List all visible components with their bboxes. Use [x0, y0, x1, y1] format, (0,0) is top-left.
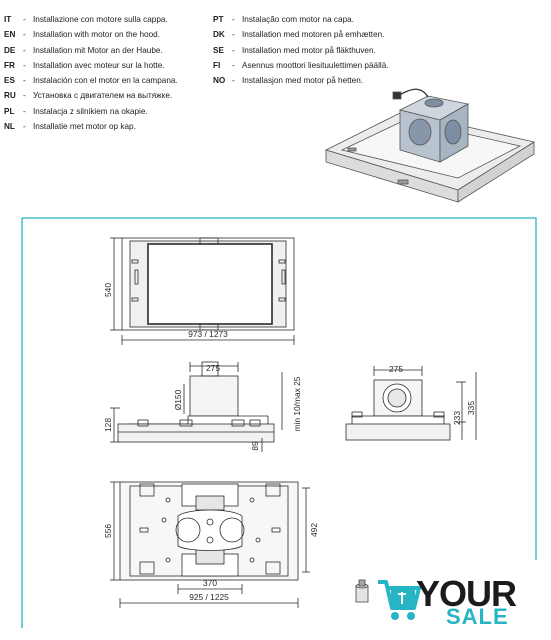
bottom-view-drawing: [110, 481, 310, 608]
language-instruction: Installation avec moteur sur la hotte.: [33, 60, 165, 70]
language-code: FI: [213, 60, 221, 70]
dim-bottom-inner-height: 492: [309, 523, 319, 537]
language-separator: -: [23, 60, 26, 70]
isometric-hood-illustration: [324, 88, 536, 203]
language-separator: -: [23, 76, 26, 86]
dim-top-width: 973 / 1273: [188, 329, 228, 339]
frame-top-right-edge: [22, 217, 537, 560]
language-instruction: Installation with motor on the hood.: [33, 30, 160, 40]
language-row-pt: PT-Instalação com motor na capa.: [213, 14, 389, 29]
language-separator: -: [23, 15, 26, 24]
language-row-fr: FR-Installation avec moteur sur la hotte…: [4, 60, 178, 75]
dim-side-motor-width: 275: [206, 363, 220, 373]
language-list-left: IT-Installazione con motore sulla cappa.…: [4, 14, 178, 136]
dim-bottom-inner-width: 370: [203, 578, 217, 588]
dim-side-duct: Ø150: [173, 389, 183, 410]
language-code: DE: [4, 45, 16, 55]
language-row-no: NO-Installasjon med motor på hetten.: [213, 75, 389, 90]
brand-word-sale: SALE: [446, 604, 509, 629]
language-separator: -: [232, 76, 235, 86]
language-row-de: DE-Installation mit Motor an der Haube.: [4, 45, 178, 60]
dim-bottom-width: 925 / 1225: [189, 592, 229, 602]
language-instruction: Asennus moottori liesituulettimen päällä…: [242, 60, 389, 70]
side-view-drawing: [110, 361, 283, 452]
shopping-cart-icon: [378, 580, 421, 620]
dim-bottom-height: 556: [103, 524, 113, 538]
dim-side-duct-range: min 10/max 25: [292, 376, 302, 431]
language-row-it: IT -Installazione con motore sulla cappa.: [4, 14, 178, 29]
brand-logo: YOUR SALE: [374, 572, 534, 632]
language-code: DK: [213, 30, 225, 40]
language-separator: -: [23, 45, 26, 55]
language-code: FR: [4, 60, 15, 70]
dim-front-233: 233: [452, 411, 462, 425]
language-separator: -: [23, 122, 26, 132]
language-instruction: Installation mit Motor an der Haube.: [33, 45, 163, 55]
language-row-en: EN-Installation with motor on the hood.: [4, 29, 178, 44]
language-instruction: Instalación con el motor en la campana.: [33, 76, 178, 86]
language-instruction: Instalacja z silnikiem na okapie.: [33, 106, 148, 116]
language-list-right: PT-Instalação com motor na capa.DK-Insta…: [213, 14, 389, 90]
language-instruction: Installazione con motore sulla cappa.: [33, 15, 168, 24]
language-row-ru: RU-Установка с двигателем на вытяжке.: [4, 90, 178, 105]
brand-word-your: YOUR: [416, 573, 517, 614]
language-code: PL: [4, 106, 15, 116]
language-row-dk: DK-Installation med motoren på emhætten.: [213, 29, 389, 44]
language-separator: -: [23, 91, 26, 101]
language-code: PT: [213, 15, 224, 24]
front-view-drawing: [345, 366, 477, 441]
top-view-drawing: [110, 237, 295, 345]
language-row-fi: FI -Asennus moottori liesituulettimen pää…: [213, 60, 389, 75]
language-code: EN: [4, 30, 16, 40]
language-separator: -: [23, 106, 26, 116]
dim-front-motor-width: 275: [389, 364, 403, 374]
dim-side-body: 89: [250, 441, 260, 451]
accessory-icon: [355, 579, 369, 603]
language-code: SE: [213, 45, 224, 55]
language-separator: -: [232, 60, 235, 70]
language-row-pl: PL-Instalacja z silnikiem na okapie.: [4, 106, 178, 121]
language-row-se: SE-Installation med motor på fläkthuven.: [213, 45, 389, 60]
language-separator: -: [232, 45, 235, 55]
language-instruction: Installation med motor på fläkthuven.: [242, 45, 376, 55]
language-separator: -: [23, 30, 26, 40]
language-instruction: Instalação com motor na capa.: [242, 15, 354, 24]
language-separator: -: [232, 30, 235, 40]
dim-top-height: 540: [103, 283, 113, 297]
language-code: NO: [213, 76, 226, 86]
language-row-nl: NL-Installatie met motor op kap.: [4, 121, 178, 136]
language-instruction: Установка с двигателем на вытяжке.: [33, 91, 173, 101]
dim-side-height: 128: [103, 418, 113, 432]
language-instruction: Installation med motoren på emhætten.: [242, 30, 385, 40]
language-code: RU: [4, 91, 16, 101]
language-code: NL: [4, 122, 15, 132]
language-instruction: Installatie met motor op kap.: [33, 122, 136, 132]
dim-front-335: 335: [466, 401, 476, 415]
language-code: ES: [4, 76, 15, 86]
language-row-es: ES-Instalación con el motor en la campan…: [4, 75, 178, 90]
language-instruction: Installasjon med motor på hetten.: [242, 76, 364, 86]
language-separator: -: [232, 15, 235, 24]
language-code: IT: [4, 15, 12, 24]
